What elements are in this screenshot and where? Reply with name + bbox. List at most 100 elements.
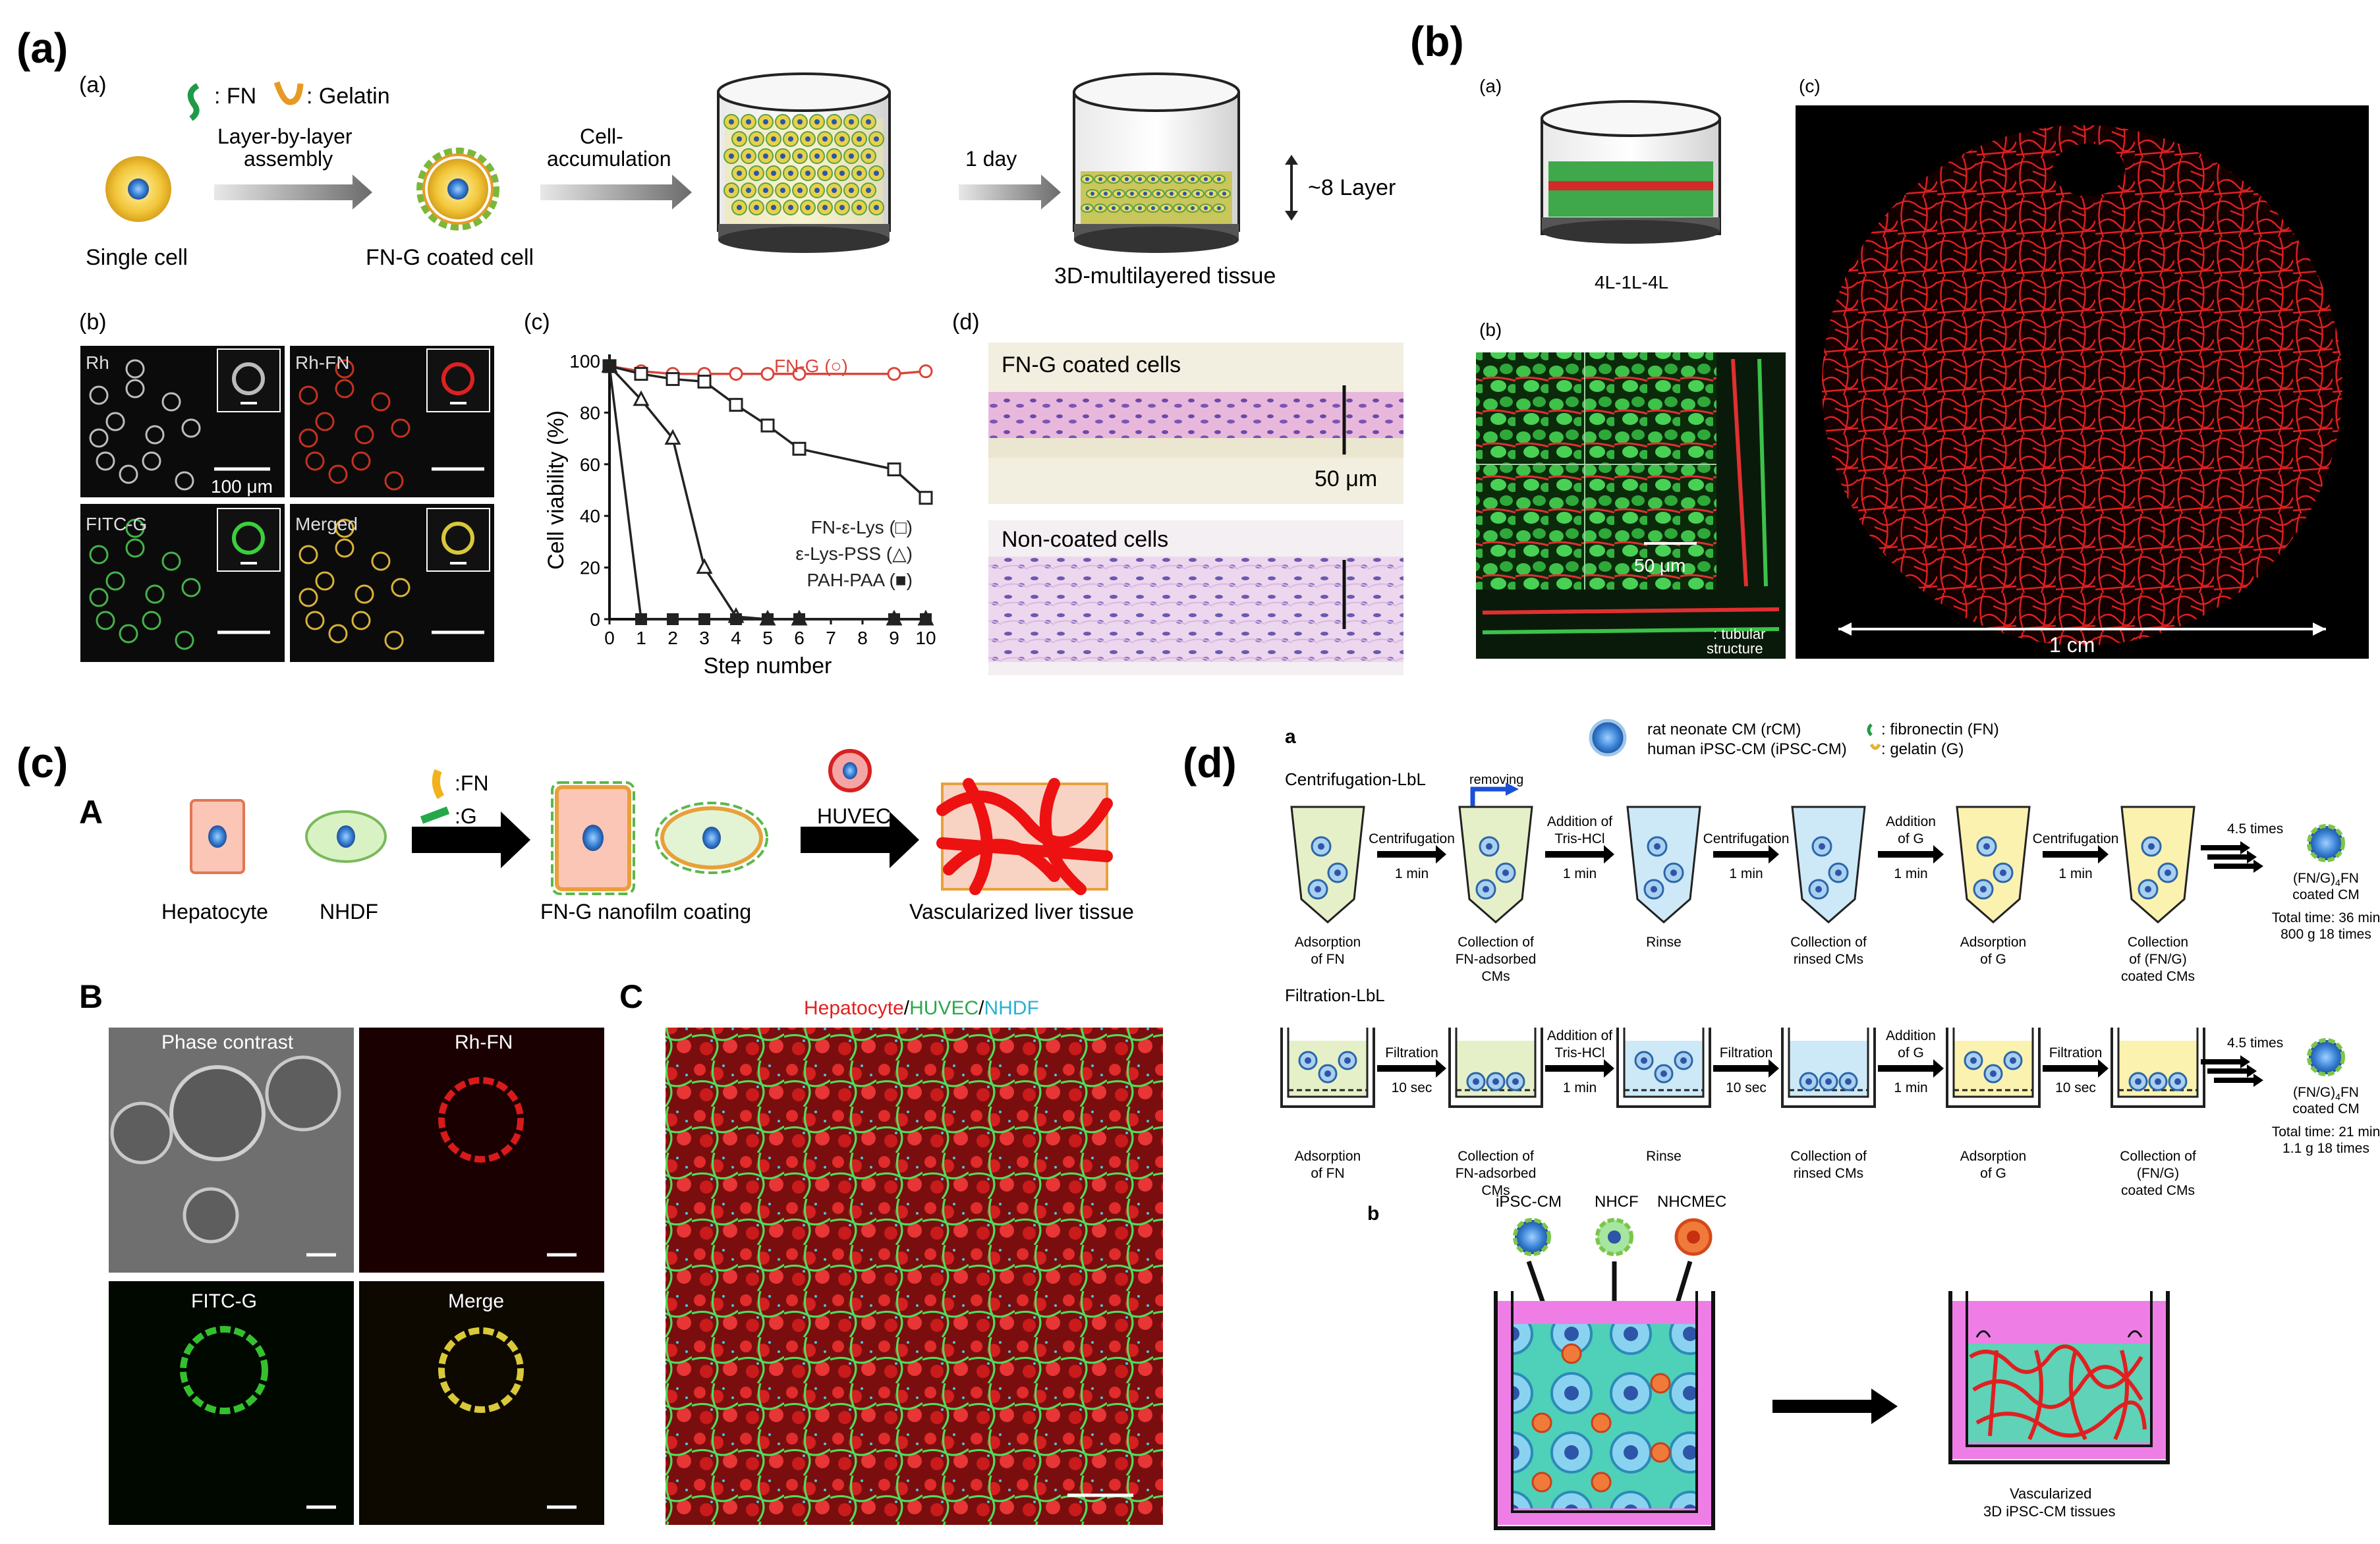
- step-label: Filtration: [1385, 1045, 1438, 1061]
- panel-c-sub-A: A: [79, 794, 103, 831]
- arrow-huvec: [801, 812, 919, 868]
- tube-icon: [1290, 806, 1365, 924]
- step-arrow: [1713, 1059, 1779, 1078]
- arrow2-label-b: accumulation: [547, 147, 671, 171]
- step-label: Addition: [1886, 1028, 1936, 1043]
- step-time: 10 sec: [1392, 1080, 1432, 1095]
- x-tick-label: 4: [731, 628, 741, 648]
- step-label: Addition: [1886, 814, 1936, 829]
- label-fitcg-c: FITC-G: [191, 1290, 257, 1312]
- step-caption: Adsorption: [1960, 1149, 2026, 1164]
- repeat-arrow: [2201, 841, 2250, 854]
- coated-cm-icon: [2307, 1038, 2345, 1076]
- step-label: Tris-HCl: [1554, 1045, 1604, 1061]
- x-tick-label: 8: [857, 628, 868, 648]
- single-cell-label: Single cell: [86, 245, 188, 270]
- fn-key-label: : FN: [214, 84, 256, 109]
- y-tick-label: 80: [580, 402, 600, 423]
- result-label-d2: 3D iPSC-CM tissues: [1983, 1503, 2115, 1520]
- g-key-c: :G: [455, 804, 477, 828]
- y-tick-label: 0: [590, 609, 600, 630]
- step-label: of G: [1898, 1045, 1924, 1061]
- result-label-d1: Vascularized: [2010, 1485, 2091, 1502]
- data-point: [760, 418, 775, 433]
- label-rh-fn: Rh-FN: [295, 352, 349, 373]
- repeat-label: 4.5 times: [2227, 1035, 2283, 1051]
- panel-c-sub-C: C: [619, 978, 643, 1015]
- panel-a-label: (a): [16, 24, 68, 72]
- result-label: Vascularized liver tissue: [909, 900, 1134, 924]
- coated-cell-icon: [416, 148, 499, 231]
- total-time: Total time: 21 min: [2272, 1124, 2380, 1140]
- micrograph-rh-fn: Rh-FN: [290, 346, 494, 497]
- row1-title: Centrifugation-LbL: [1285, 769, 1426, 789]
- vascular-network-image: 1 cm: [1796, 105, 2369, 659]
- legend-entry: FN-G (○): [774, 356, 848, 376]
- legend-rcm: rat neonate CM (rCM): [1647, 721, 1801, 738]
- micrograph-rh: Rh 100 μm: [80, 346, 285, 497]
- step-caption: CMs: [1481, 1183, 1510, 1198]
- scale-50um-b: 50 μm: [1634, 555, 1686, 576]
- data-point: [793, 613, 805, 625]
- x-tick-label: 3: [699, 628, 710, 648]
- step-arrow: [2043, 845, 2109, 864]
- fn-legend-icon: [1867, 723, 1873, 736]
- data-point: [666, 372, 680, 386]
- data-point: [667, 613, 679, 625]
- step-caption: Collection of: [1790, 935, 1867, 950]
- confocal-image: 50 μm : tubular structure: [1476, 352, 1786, 659]
- step-label: Filtration: [1720, 1045, 1773, 1061]
- step-time: 1 min: [1395, 866, 1429, 881]
- gelatin-icon: [273, 81, 304, 105]
- tube-icon: [2120, 806, 2196, 924]
- label-rh: Rh: [86, 352, 109, 373]
- cell-nhcmec-label: NHCMEC: [1657, 1193, 1726, 1211]
- data-point: [697, 374, 712, 389]
- data-point: [696, 558, 713, 574]
- repeat-arrow: [2207, 1064, 2257, 1078]
- g-icon-c: [420, 806, 450, 824]
- arrow-lbl-assembly: [214, 175, 372, 209]
- coated-cm-icon: [2307, 824, 2345, 862]
- panel-b-sub-b: (b): [1479, 319, 1502, 340]
- cm-legend-icon: [1589, 719, 1627, 757]
- legend-g: : gelatin (G): [1881, 740, 1964, 758]
- step-caption: (FN/G): [2137, 1166, 2179, 1181]
- dish-cell-accumulation: [717, 72, 891, 253]
- step-arrow: [1377, 845, 1446, 864]
- huvec-label: HUVEC: [817, 804, 891, 828]
- step-caption: Rinse: [1646, 1149, 1682, 1164]
- data-point: [664, 429, 681, 445]
- step-caption: CMs: [1481, 969, 1510, 984]
- gelatin-key-label: : Gelatin: [306, 84, 390, 109]
- step-arrow: [1545, 1059, 1614, 1078]
- coated-cm-label: (FN/G)4FN: [2293, 1085, 2359, 1102]
- data-point: [792, 367, 807, 381]
- step-arrow: [2043, 1059, 2109, 1078]
- step-caption: of G: [1980, 952, 2006, 967]
- data-point: [729, 398, 743, 412]
- arrow-one-day: [959, 175, 1061, 209]
- step-caption: Collection: [2128, 935, 2188, 950]
- y-axis-label: Cell viability (%): [544, 410, 569, 570]
- tube-icon: [1626, 806, 1701, 924]
- micrograph-phase-contrast: Phase contrast: [109, 1028, 354, 1273]
- scale-100um: 100 μm: [211, 476, 273, 497]
- arrow3-label: 1 day: [965, 147, 1017, 171]
- step-caption: rinsed CMs: [1794, 952, 1863, 967]
- g-force: 1.1 g 18 times: [2282, 1141, 2369, 1156]
- g-legend-icon: [1869, 743, 1881, 750]
- data-point: [887, 462, 901, 477]
- step-label: Tris-HCl: [1554, 831, 1604, 846]
- histology-noncoated-label: Non-coated cells: [1002, 527, 1168, 552]
- step-time: 1 min: [1729, 866, 1763, 881]
- arrow-coating: [412, 812, 530, 868]
- panel-b-sub-c: (c): [1799, 76, 1821, 96]
- nhdf-label: NHDF: [320, 900, 378, 924]
- data-point: [919, 364, 933, 379]
- data-point: [633, 390, 650, 406]
- x-tick-label: 5: [762, 628, 773, 648]
- panel-a: (a) (a) : FN : Gelatin Single cell Layer…: [16, 24, 1403, 678]
